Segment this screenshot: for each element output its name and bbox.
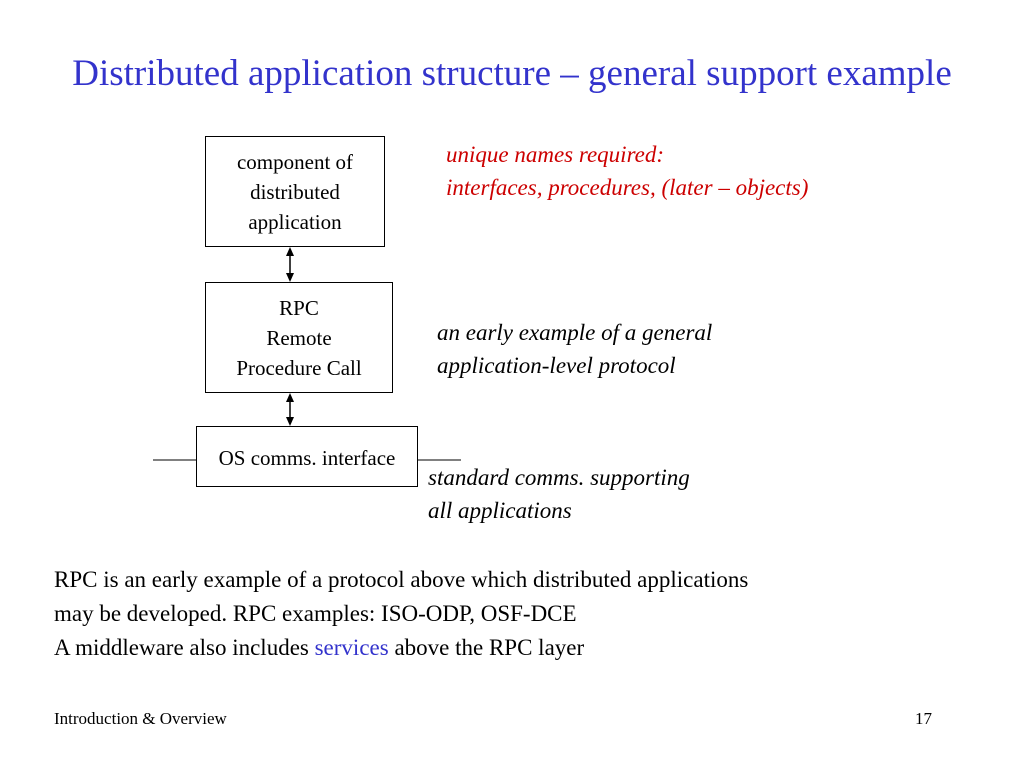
- rpc-box-line: Procedure Call: [236, 355, 362, 380]
- body-text-fragment: above the RPC layer: [388, 635, 585, 660]
- body-line: may be developed. RPC examples: ISO-ODP,…: [54, 601, 577, 626]
- os-comms-label: OS comms. interface: [218, 446, 396, 470]
- component-box-line: component of: [236, 149, 354, 174]
- component-box-line: application: [248, 209, 342, 234]
- double-arrow-bottom: [286, 393, 294, 426]
- body-line: A middleware also includes services abov…: [54, 631, 748, 665]
- note-line: unique names required:: [446, 142, 665, 167]
- standard-comms-note: standard comms. supporting all applicati…: [428, 461, 690, 527]
- rpc-box-line: Remote: [266, 325, 332, 350]
- note-line: application-level protocol: [437, 353, 676, 378]
- body-paragraph: RPC is an early example of a protocol ab…: [54, 563, 748, 665]
- note-line: an early example of a general: [437, 320, 713, 345]
- rpc-box-line: RPC: [279, 295, 319, 320]
- services-highlight: services: [314, 635, 389, 660]
- footer-section-title: Introduction & Overview: [54, 709, 227, 728]
- page-number: 17: [915, 709, 932, 728]
- body-text-fragment: A middleware also includes: [54, 635, 315, 660]
- note-line: all applications: [428, 498, 572, 523]
- rpc-box: RPC Remote Procedure Call: [205, 282, 393, 393]
- note-line: standard comms. supporting: [428, 465, 690, 490]
- unique-names-note: unique names required: interfaces, proce…: [446, 138, 808, 204]
- os-comms-box: OS comms. interface: [196, 426, 418, 487]
- component-box: component of distributed application: [205, 136, 385, 247]
- body-line: RPC is an early example of a protocol ab…: [54, 567, 749, 592]
- double-arrow-top: [286, 247, 294, 282]
- protocol-note: an early example of a general applicatio…: [437, 316, 712, 382]
- component-box-line: distributed: [250, 179, 340, 204]
- slide-title: Distributed application structure – gene…: [72, 53, 952, 94]
- note-line: interfaces, procedures, (later – objects…: [446, 175, 809, 200]
